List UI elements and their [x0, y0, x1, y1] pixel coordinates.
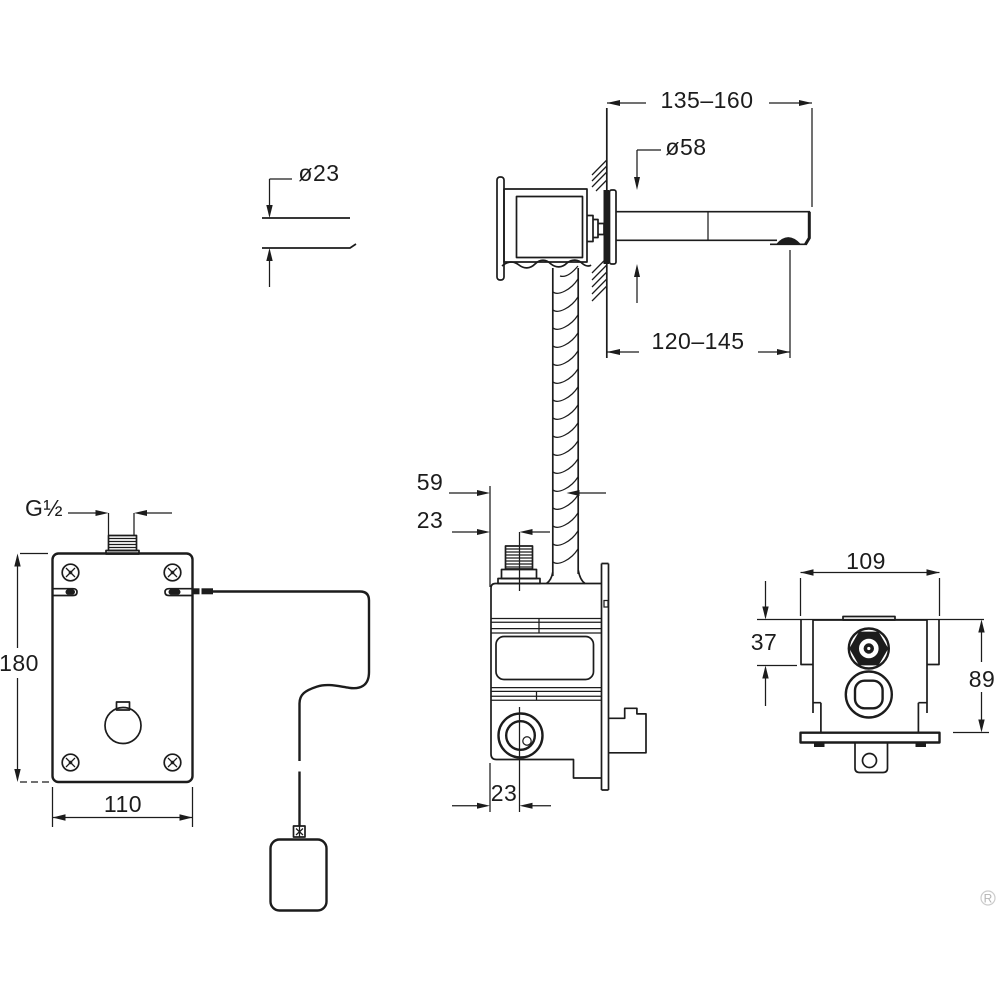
keyhole-slot-right: [164, 587, 193, 597]
flange-slot: [603, 599, 609, 608]
body-sides: [812, 620, 928, 733]
flange-foot-left: [814, 742, 825, 747]
break-line: [501, 259, 592, 269]
outlet-port: [497, 712, 544, 759]
watermark-letter: R: [984, 892, 993, 906]
view-front-section: 135–160 ø58 120–145: [496, 87, 813, 585]
dim-label-inlet-axis-depth: 23: [417, 507, 444, 533]
spout-tube-bottom-line: [262, 243, 357, 249]
arrowhead: [266, 205, 273, 218]
internal-shelf-lower: [491, 686, 602, 701]
dim-pipe-axis-depth: 59: [417, 469, 606, 587]
pedal-cable: [213, 590, 371, 826]
dim-label-box-height: 180: [0, 650, 39, 676]
foot-pedal: [269, 838, 328, 912]
view-control-box-side: 109 37 89: [751, 548, 996, 774]
dim-escutcheon-diameter: ø58: [634, 134, 706, 303]
escutcheon-outline: [608, 189, 617, 265]
fixing-bracket: [608, 707, 647, 754]
cable-gland: [193, 588, 200, 595]
dim-label-spout-diameter: ø23: [298, 160, 339, 186]
screw: [163, 753, 182, 772]
cover-hole: [104, 701, 142, 745]
control-box-outline: [51, 552, 194, 784]
dim-spout-height: 120–145: [606, 250, 791, 358]
valve-body-outer: [503, 188, 588, 263]
hose-walls: [551, 268, 580, 576]
dim-box-height: 180: [0, 552, 50, 783]
wall-hatch-upper: [591, 159, 608, 192]
keyhole-slot-left: [52, 587, 78, 597]
valve-outlet-stem: [587, 214, 605, 243]
dim-label-spout-height: 120–145: [651, 328, 744, 354]
view-concealed-box-section: 59 23 23: [417, 469, 647, 812]
base-flange: [799, 731, 941, 744]
view-control-box-front: G½ 180 110: [0, 495, 371, 912]
dim-side-width: 109: [799, 548, 941, 616]
bottom-tab: [854, 742, 889, 774]
spout-end-edge: [804, 211, 811, 246]
screw: [61, 563, 80, 582]
cable-gland-nut: [201, 588, 213, 595]
arrowhead: [266, 248, 273, 261]
wall-hatch-lower: [591, 257, 608, 302]
internal-shelf-upper: [491, 617, 602, 634]
slot-pin-left: [65, 589, 75, 595]
dim-label-box-width: 110: [104, 791, 142, 817]
dim-label-escutcheon-diameter: ø58: [665, 134, 706, 160]
slot-pin-right: [168, 589, 181, 595]
outlet-port-side: [844, 670, 893, 719]
escutcheon-section: [603, 190, 609, 264]
inlet-fitting-hex: [847, 627, 890, 670]
view-spout-diameter-detail: ø23: [262, 160, 357, 287]
dim-label-pipe-axis-depth: 59: [417, 469, 444, 495]
internal-cavity: [495, 635, 595, 681]
dim-side-top-offset: 37: [751, 581, 797, 706]
box-section-outline: [490, 582, 602, 779]
dim-side-height: 89: [953, 619, 996, 734]
dim-spout-length: 135–160: [606, 87, 813, 207]
watermark: R: [980, 890, 996, 906]
leader-spout-diameter: [268, 178, 292, 206]
dim-label-outlet-axis-depth: 23: [491, 780, 518, 806]
dim-label-side-top-offset: 37: [751, 629, 778, 655]
dim-outlet-axis-depth: 23: [452, 707, 551, 812]
tab-hole: [861, 752, 878, 769]
dim-inlet-axis-depth: 23: [417, 507, 550, 591]
hose-flare: [545, 569, 586, 585]
dim-label-side-width: 109: [846, 548, 886, 574]
side-wings: [800, 620, 940, 666]
dim-label-inlet-thread: G½: [25, 495, 63, 521]
dim-inlet-thread: G½: [25, 495, 172, 535]
fixing-screws: [61, 563, 182, 772]
inlet-thread-front: [105, 534, 140, 555]
watermark-circle: [980, 890, 996, 906]
dim-label-spout-length: 135–160: [660, 87, 753, 113]
aerator: [776, 237, 801, 245]
screw: [61, 753, 80, 772]
hose-spiral: [552, 265, 579, 564]
valve-body-inner: [515, 195, 584, 259]
mounting-flange: [600, 562, 610, 791]
screw: [163, 563, 182, 582]
dim-box-width: 110: [51, 787, 194, 827]
dim-label-side-height: 89: [969, 666, 996, 692]
flange-foot-right: [915, 742, 926, 747]
cable-connector-detail: [295, 826, 304, 837]
